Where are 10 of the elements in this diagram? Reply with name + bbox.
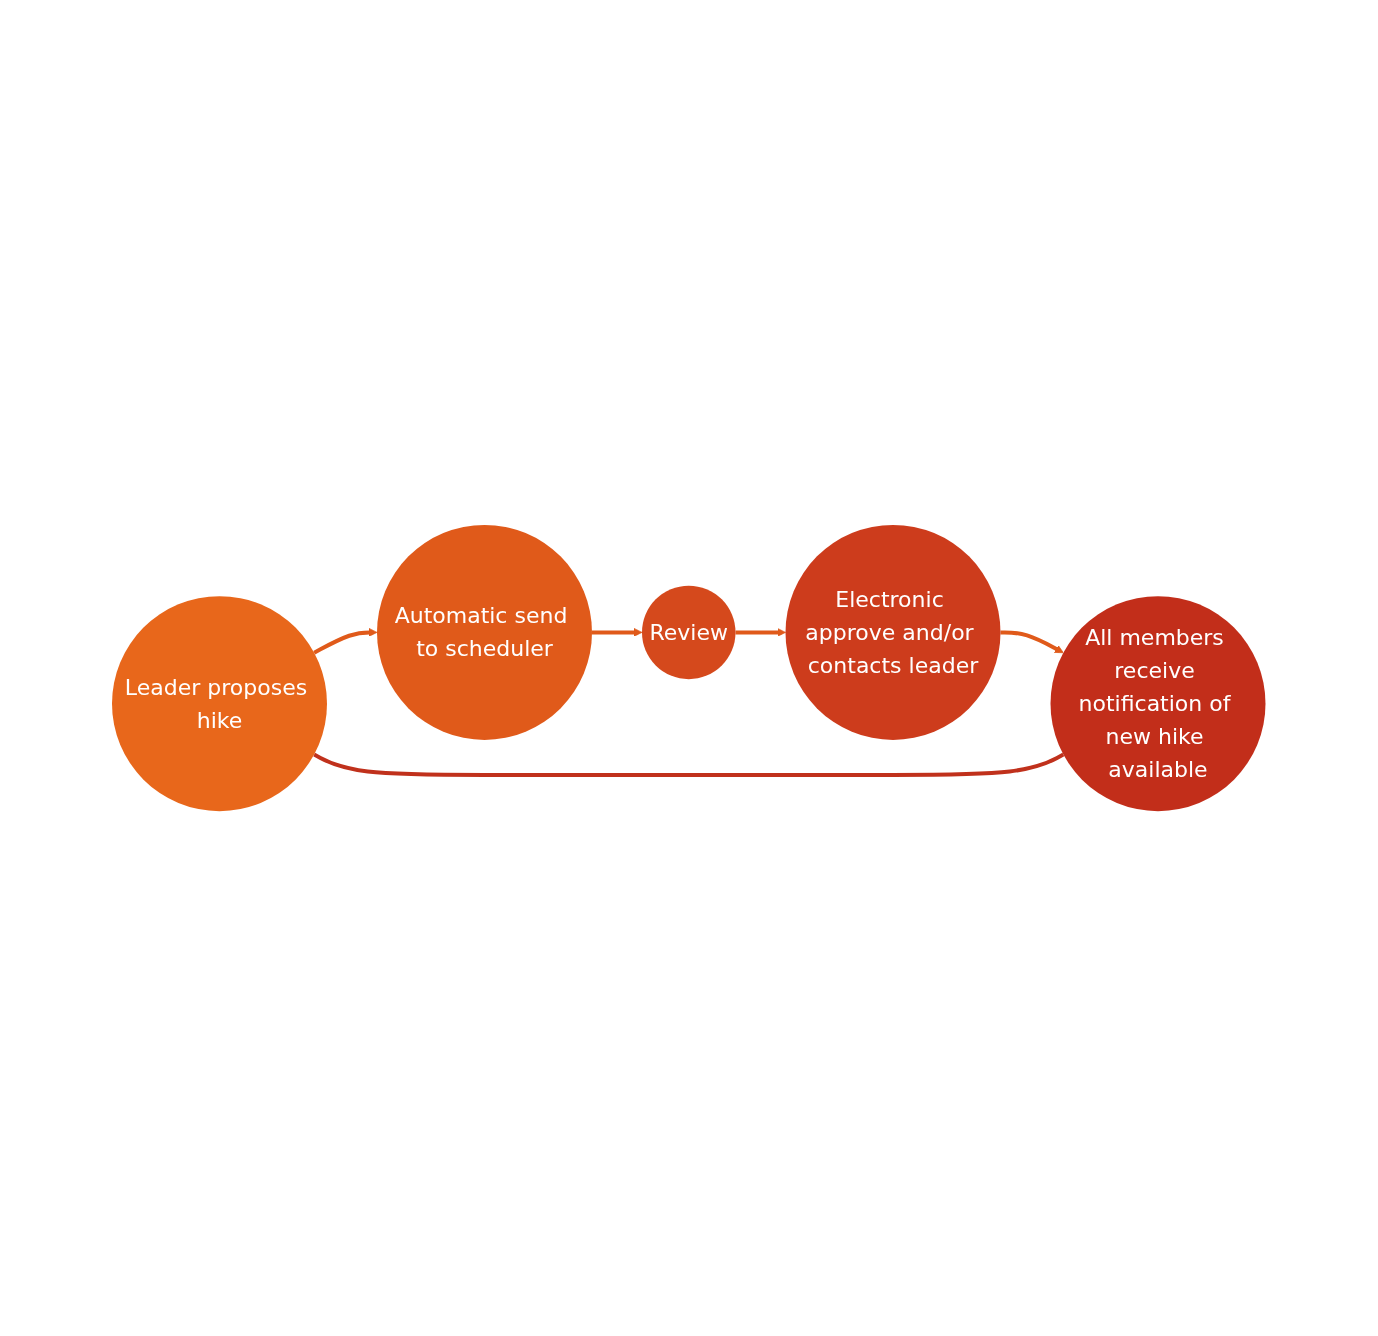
arrow: [313, 628, 378, 655]
arrow: [1000, 630, 1064, 654]
node-circle: All members receive notification of new hike available: [1050, 596, 1266, 812]
node-circle: Review: [642, 585, 736, 680]
node-circle: Leader proposes hike: [112, 596, 328, 812]
connector: [313, 752, 1065, 777]
arrow: [735, 628, 787, 637]
node-circle: Automatic send to scheduler: [377, 524, 593, 740]
node-circle: Electronic approve and/or contacts leader: [785, 524, 1001, 740]
arrow: [592, 628, 643, 637]
